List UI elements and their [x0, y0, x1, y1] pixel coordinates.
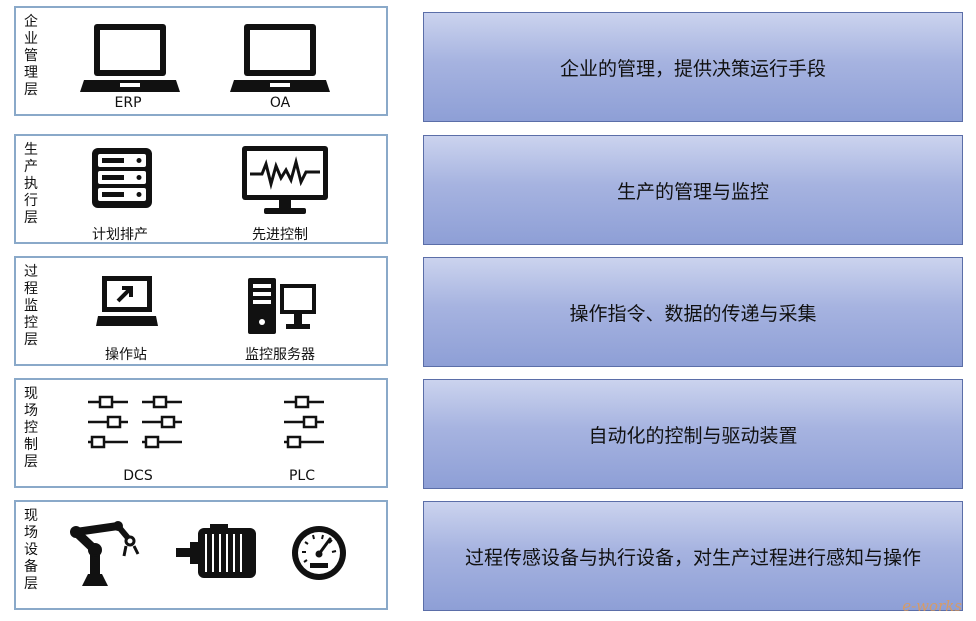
- item-label-dcs: DCS: [123, 468, 153, 484]
- item-label-advanced-control: 先进控制: [252, 227, 308, 243]
- layer-5-description-box: 过程传感设备与执行设备，对生产过程进行感知与操作: [423, 501, 963, 611]
- dcs-modules-icon: [86, 394, 186, 454]
- layer-name: 企业管理层: [24, 14, 38, 98]
- server-rack-icon: [90, 146, 154, 210]
- robot-arm-icon: [68, 518, 150, 588]
- layer-name: 现场设备层: [24, 508, 38, 592]
- pressure-gauge-icon: [290, 524, 348, 582]
- item-label-monitor-server: 监控服务器: [245, 347, 315, 363]
- plc-modules-icon: [282, 394, 328, 454]
- item-label-plan: 计划排产: [92, 227, 148, 243]
- watermark: e-works: [902, 597, 962, 615]
- layer-2-left-panel: 生产执行层 计划排产 先进控制: [14, 134, 388, 244]
- item-label-oa: OA: [269, 95, 291, 111]
- layer-2-description-box: 生产的管理与监控: [423, 135, 963, 245]
- motor-icon: [176, 524, 258, 582]
- layer-name: 过程监控层: [24, 264, 38, 348]
- layer-description: 企业的管理，提供决策运行手段: [559, 57, 826, 80]
- item-label-erp: ERP: [114, 95, 142, 111]
- layer-name: 生产执行层: [24, 142, 38, 226]
- layer-description: 生产的管理与监控: [616, 180, 769, 203]
- item-label-operator-station: 操作站: [105, 347, 147, 363]
- layer-3-left-panel: 过程监控层 操作站 监控服务器: [14, 256, 388, 366]
- monitor-waveform-icon: [240, 144, 330, 218]
- layer-4-description-box: 自动化的控制与驱动装置: [423, 379, 963, 489]
- layer-description: 自动化的控制与驱动装置: [588, 424, 798, 447]
- layer-5-left-panel: 现场设备层: [14, 500, 388, 610]
- layer-name: 现场控制层: [24, 386, 38, 470]
- item-label-plc: PLC: [288, 468, 316, 484]
- layer-description: 过程传感设备与执行设备，对生产过程进行感知与操作: [464, 546, 921, 569]
- laptop-cursor-icon: [96, 274, 158, 330]
- layer-4-left-panel: 现场控制层 DCS PLC: [14, 378, 388, 488]
- layer-description: 操作指令、数据的传递与采集: [569, 302, 817, 325]
- layer-1-left-panel: 企业管理层 ERP OA: [14, 6, 388, 116]
- laptop-icon: [230, 22, 330, 98]
- desktop-computer-icon: [246, 276, 318, 336]
- laptop-icon: [80, 22, 180, 98]
- layer-3-description-box: 操作指令、数据的传递与采集: [423, 257, 963, 367]
- layer-1-description-box: 企业的管理，提供决策运行手段: [423, 12, 963, 122]
